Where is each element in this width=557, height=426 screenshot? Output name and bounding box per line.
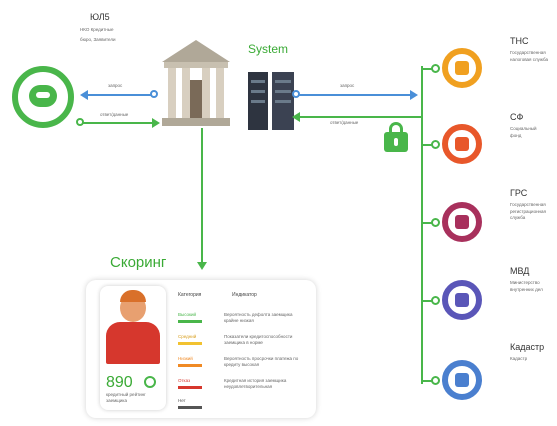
system-label: System: [248, 42, 289, 56]
left-response-dot: [76, 118, 84, 126]
node-tns-desc2: налоговая служба: [510, 57, 548, 62]
right-request-dot: [292, 90, 300, 98]
scoring-card: 890 кредитный рейтинг заемщика Категория…: [86, 280, 316, 418]
score-row-0: Высокий Вероятность дефолта заемщика кра…: [178, 312, 293, 323]
cadastre-ring: [442, 360, 482, 400]
left-org-title: ЮЛ5: [90, 12, 110, 22]
node-cadastre-desc1: Кадастр: [510, 356, 528, 361]
briefcase-icon: [455, 215, 469, 229]
score-value: 890: [106, 374, 133, 391]
col1-header: Категория: [178, 292, 202, 298]
grs-ring: [442, 202, 482, 242]
node-mvd-desc1: Министерство: [510, 280, 540, 285]
left-request-label: запрос: [108, 83, 123, 88]
left-org-line1: НКО Кредитные: [80, 27, 114, 32]
node-sf-name: СФ: [510, 112, 524, 122]
score-row-3: Отказ Кредитная история заемщика неудовл…: [178, 378, 287, 389]
score-row-1: Средний Показатели кредитоспособности за…: [178, 334, 293, 345]
scoring-connector-arrowhead: [197, 262, 207, 270]
node-grs-desc2: регистрационная служба: [510, 209, 546, 220]
left-arrowhead: [80, 90, 88, 100]
right-trunk-line: [421, 66, 423, 384]
left-response-line: [80, 122, 154, 124]
document-icon: [455, 61, 469, 75]
node-sf-desc1: Социальный: [510, 126, 537, 131]
col2-header: Индикатор: [232, 292, 257, 298]
right-request-arrowhead: [410, 90, 418, 100]
map-icon: [455, 373, 469, 387]
money-icon: [455, 137, 469, 151]
mvd-ring: [442, 280, 482, 320]
node-tns-name: ТНС: [510, 36, 529, 46]
passport-icon: [455, 293, 469, 307]
node-sf-desc2: фонд: [510, 133, 522, 138]
right-response-arrowhead: [292, 112, 300, 122]
tns-ring: [442, 48, 482, 88]
score-row-2: Низкий Вероятность просрочки платежа по …: [178, 356, 299, 367]
score-caption: кредитный рейтинг заемщика: [106, 392, 146, 403]
score-check-icon: [144, 376, 156, 388]
node-mvd-name: МВД: [510, 266, 530, 276]
node-mvd-desc2: внутренних дел: [510, 287, 543, 292]
node-grs-name: ГРС: [510, 188, 528, 198]
left-response-label: ответ/данные: [100, 112, 129, 117]
scoring-connector-line: [201, 128, 203, 264]
left-org-line2: бюро, Заявители: [80, 37, 116, 42]
partner-logo: [12, 66, 74, 128]
lock-icon: [384, 122, 408, 152]
scoring-title: Скоринг: [110, 254, 167, 271]
left-request-line: [84, 94, 154, 96]
bank-icon: [162, 40, 230, 128]
node-grs-desc1: Государственная: [510, 202, 546, 207]
right-response-line: [298, 116, 422, 118]
score-row-4: Нет: [178, 398, 308, 412]
right-request-label: запрос: [340, 83, 355, 88]
left-response-arrowhead: [152, 118, 160, 128]
left-request-dot: [150, 90, 158, 98]
node-cadastre-name: Кадастр: [510, 342, 545, 352]
right-request-line: [296, 94, 412, 96]
server-icon: [248, 72, 294, 130]
sf-ring: [442, 124, 482, 164]
user-card: 890 кредитный рейтинг заемщика: [100, 286, 166, 410]
node-tns-desc1: Государственная: [510, 50, 546, 55]
right-response-label: ответ/данные: [330, 120, 359, 125]
